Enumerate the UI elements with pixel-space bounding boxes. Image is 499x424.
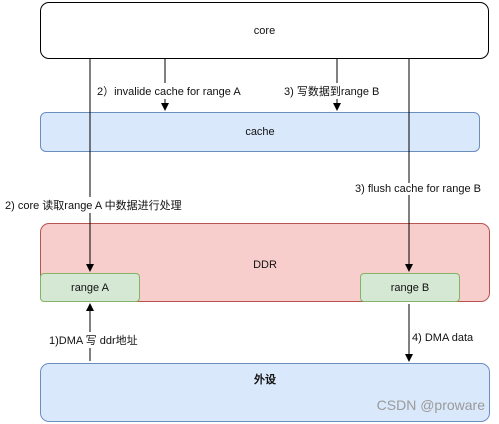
core-label: core <box>253 24 276 37</box>
ddr-label: DDR <box>253 259 277 271</box>
dma-data-edge-label: 4) DMA data <box>411 332 475 344</box>
range-a-label: range A <box>71 281 109 294</box>
invalidate-edge-label: 2）invalide cache for range A <box>96 83 242 99</box>
watermark: CSDN @proware <box>376 397 485 413</box>
cache-label: cache <box>245 126 275 138</box>
core-read-edge-label: 2) core 读取range A 中数据进行处理 <box>4 197 183 213</box>
dma-write-edge-label: 1)DMA 写 ddr地址 <box>48 332 139 348</box>
cache-node: cache <box>40 112 480 152</box>
peripheral-node: 外设 <box>40 363 490 422</box>
range-a-node: range A <box>40 273 140 302</box>
flush-edge-label: 3) flush cache for range B <box>354 183 482 195</box>
range-b-label: range B <box>390 281 430 294</box>
core-node: core <box>40 2 489 59</box>
range-b-node: range B <box>360 273 460 302</box>
write-range-b-edge-label: 3) 写数据到range B <box>283 83 381 99</box>
peripheral-label: 外设 <box>254 374 276 386</box>
